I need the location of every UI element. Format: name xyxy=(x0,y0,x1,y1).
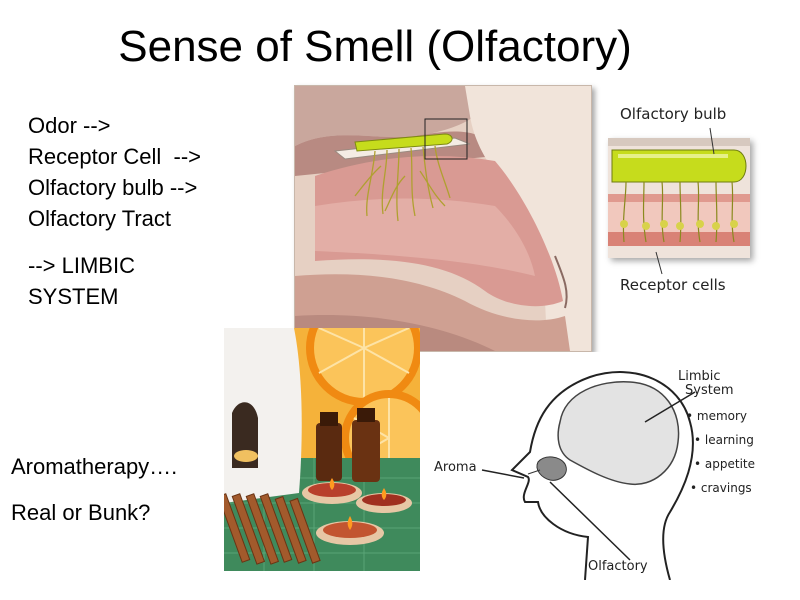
aroma-label: Aroma xyxy=(434,460,477,475)
limbic-item-cravings: • cravings xyxy=(690,481,752,495)
real-or-bunk-line: Real or Bunk? xyxy=(11,500,151,525)
limbic-label-line2: System xyxy=(685,383,733,398)
limbic-diagram-svg: Limbic System • memory • learning • appe… xyxy=(434,369,755,581)
flow-line-tract: Olfactory Tract xyxy=(28,206,172,231)
limbic-system-text: --> LIMBIC SYSTEM xyxy=(28,250,228,312)
olfactory-bulb-closeup xyxy=(608,138,750,258)
limbic-label-line1: Limbic xyxy=(678,369,721,384)
aromatherapy-line: Aromatherapy…. xyxy=(11,454,178,479)
flow-line-receptor: Receptor Cell --> xyxy=(28,144,202,169)
limbic-item-learning: • learning xyxy=(694,433,754,447)
flow-line-bulb: Olfactory bulb --> xyxy=(28,175,198,200)
limbic-item-memory: • memory xyxy=(686,409,747,423)
nasal-cavity-illustration xyxy=(294,85,592,352)
limbic-line-2: SYSTEM xyxy=(28,284,119,309)
label-pointers xyxy=(655,127,715,275)
aromatherapy-svg xyxy=(224,328,420,571)
limbic-item-appetite: • appetite xyxy=(694,457,755,471)
nasal-cavity-svg xyxy=(295,86,591,351)
olfactory-bulb-label: Olfactory bulb xyxy=(620,105,727,123)
closeup-svg xyxy=(608,138,750,258)
receptor-cells-label: Receptor cells xyxy=(620,276,726,294)
aromatherapy-photo xyxy=(224,328,420,571)
slide-title: Sense of Smell (Olfactory) xyxy=(118,22,632,71)
olfactory-pathway-text: Odor --> Receptor Cell --> Olfactory bul… xyxy=(28,110,288,234)
aromatherapy-question: Aromatherapy…. Real or Bunk? xyxy=(11,452,231,528)
limbic-line-1: --> LIMBIC xyxy=(28,253,135,278)
olfactory-label: Olfactory xyxy=(588,559,648,574)
limbic-system-diagram: Limbic System • memory • learning • appe… xyxy=(420,352,772,581)
flow-line-odor: Odor --> xyxy=(28,113,111,138)
